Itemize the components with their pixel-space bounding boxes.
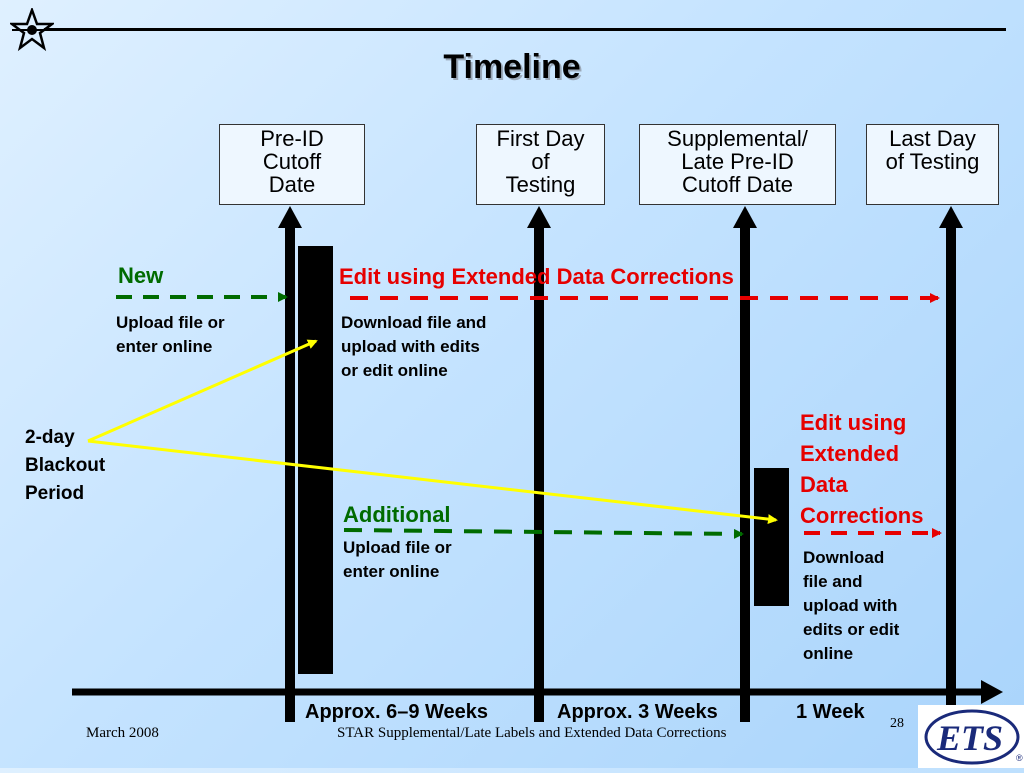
footer-date: March 2008 [86, 725, 159, 741]
period-label-3: 1 Week [796, 701, 865, 723]
note-line: edits or edit [803, 620, 900, 639]
milestone-first-day-testing: First Day of Testing [476, 124, 605, 205]
milestone-line: First Day [496, 126, 585, 151]
note-line: online [803, 644, 854, 663]
ets-logo: ETS ® [918, 705, 1024, 768]
blackout-line: 2-day [25, 427, 75, 448]
note-line: enter online [343, 562, 440, 581]
milestone-arrow-4 [939, 206, 963, 722]
period-label-2: Approx. 3 Weeks [557, 701, 718, 723]
milestone-line: Testing [505, 172, 576, 197]
edit-extended-note-2: Download file and upload with edits or e… [803, 546, 899, 666]
edit-extended-note: Download file and upload with edits or e… [341, 311, 486, 383]
blackout-bar-1 [298, 246, 333, 674]
blackout-label: 2-day Blackout Period [25, 424, 105, 508]
page-title: Timeline [443, 48, 581, 86]
milestone-line: of Testing [885, 149, 980, 174]
milestone-supplemental-cutoff: Supplemental/ Late Pre-ID Cutoff Date [639, 124, 836, 205]
blackout-pointer-1 [87, 339, 318, 443]
note-line: upload with [803, 596, 898, 615]
milestone-line: of [531, 149, 550, 174]
blackout-line: Blackout [25, 455, 106, 476]
additional-note: Upload file or enter online [343, 536, 452, 584]
milestone-line: Date [268, 172, 316, 197]
milestone-pre-id-cutoff: Pre-ID Cutoff Date [219, 124, 365, 205]
milestone-arrow-2 [527, 206, 551, 722]
milestone-line: Cutoff Date [682, 172, 793, 197]
blackout-bar-2 [754, 468, 789, 606]
blackout-pointer-2 [87, 439, 778, 525]
note-line: or edit online [341, 361, 448, 380]
note-line: Download file and [341, 313, 487, 332]
note-line: enter online [116, 337, 213, 356]
edit-extended-label: Edit using Extended Data Corrections [339, 264, 734, 289]
milestone-line: Cutoff [262, 149, 322, 174]
additional-dashed-arrow [343, 528, 744, 539]
new-note: Upload file or enter online [116, 311, 225, 359]
edit-extended-label-2: Edit using Extended Data Corrections [800, 407, 923, 531]
footer-text: STAR Supplemental/Late Labels and Extend… [337, 725, 727, 741]
note-line: Download [803, 548, 885, 567]
note-line: file and [803, 572, 863, 591]
milestone-arrow-1 [278, 206, 302, 722]
svg-text:®: ® [1016, 753, 1023, 763]
page-number: 28 [890, 716, 904, 731]
additional-label: Additional [343, 502, 451, 527]
blackout-line: Period [25, 483, 85, 504]
label-line: Edit using [800, 410, 907, 435]
new-label: New [118, 263, 164, 288]
milestone-line: Late Pre-ID [681, 149, 794, 174]
milestone-last-day-testing: Last Day of Testing [866, 124, 999, 205]
label-line: Data [800, 472, 848, 497]
note-line: Upload file or [343, 538, 452, 557]
milestone-line: Pre-ID [260, 126, 324, 151]
note-line: upload with edits [341, 337, 480, 356]
title-rule [44, 28, 1006, 31]
logo-text: ETS [936, 718, 1003, 758]
label-line: Corrections [800, 503, 924, 528]
milestone-arrow-3 [733, 206, 757, 722]
period-label-1: Approx. 6–9 Weeks [305, 701, 489, 723]
milestone-line: Supplemental/ [667, 126, 808, 151]
note-line: Upload file or [116, 313, 225, 332]
milestone-line: Last Day [889, 126, 976, 151]
label-line: Extended [800, 441, 900, 466]
time-axis-arrowhead [981, 680, 1003, 704]
